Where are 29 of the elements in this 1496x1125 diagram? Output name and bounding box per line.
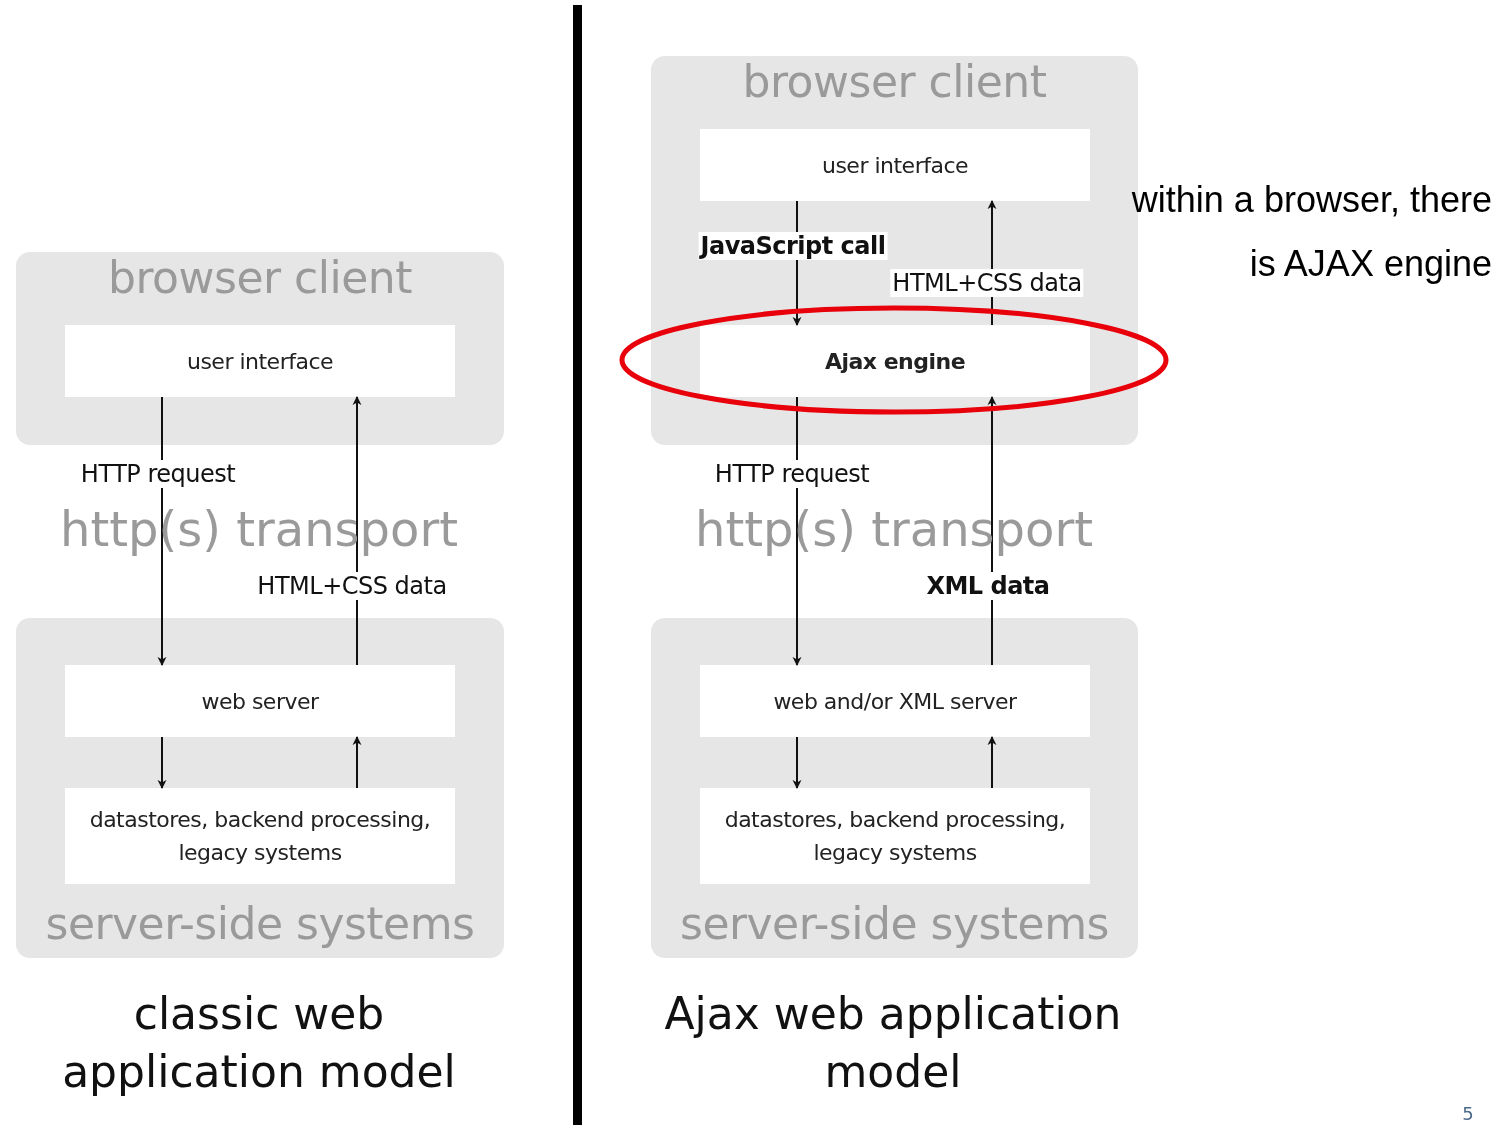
system-panel (651, 618, 1138, 958)
arrow (157, 396, 167, 666)
component-box: datastores, backend processing, legacy systems (700, 788, 1090, 884)
component-box: user interface (700, 129, 1090, 201)
system-panel (16, 252, 504, 445)
panel-title: browser client (108, 252, 412, 303)
component-box: web server (65, 665, 455, 737)
panel-title: server-side systems (45, 898, 475, 949)
component-box: datastores, backend processing, legacy systems (65, 788, 455, 884)
arrow (987, 736, 997, 789)
arrow (352, 396, 362, 666)
edge-label: JavaScript call (698, 232, 888, 260)
panel-title: server-side systems (680, 898, 1109, 949)
arrow (792, 396, 802, 666)
page-number: 5 (1461, 1103, 1475, 1125)
component-box: user interface (65, 325, 455, 397)
component-box: Ajax engine (700, 325, 1090, 397)
edge-label: HTML+CSS data (890, 269, 1084, 297)
component-box: web and/or XML server (700, 665, 1090, 737)
arrow (157, 736, 167, 789)
annotation-text: within a browser, there is AJAX engine (1130, 178, 1492, 286)
arrow (987, 396, 997, 666)
arrow (792, 736, 802, 789)
edge-label: XML data (924, 572, 1052, 600)
model-caption: Ajax web application model (663, 987, 1123, 1099)
arrow (352, 736, 362, 789)
model-caption: classic web application model (61, 987, 457, 1099)
panel-title: browser client (742, 56, 1047, 107)
system-panel (16, 618, 504, 958)
